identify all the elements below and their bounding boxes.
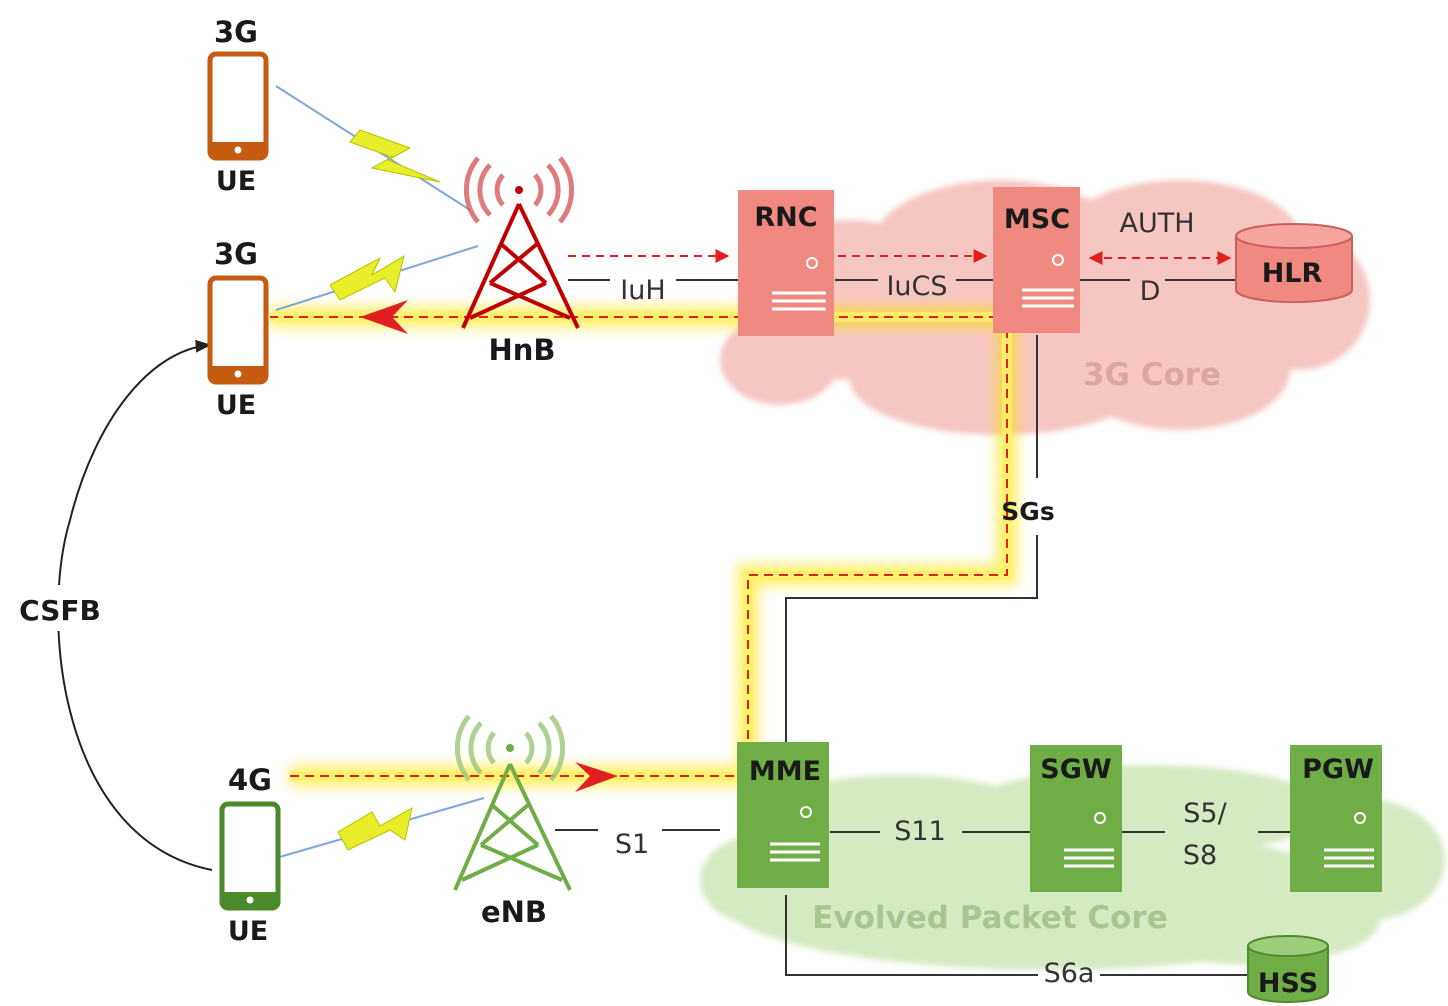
arrow-to-mme-head (575, 762, 618, 792)
core3g-label: 3G Core (1083, 357, 1221, 393)
rnc-label: RNC (754, 202, 817, 233)
if-sgs-label: SGs (1001, 497, 1054, 526)
if-s8-label: S8 (1183, 840, 1217, 871)
if-s6a-label: S6a (1044, 958, 1095, 989)
sgw-label: SGW (1040, 754, 1111, 785)
ue-top-label: UE (216, 166, 256, 197)
msc-node[interactable]: MSC (993, 187, 1080, 333)
radio-link-top (275, 85, 471, 211)
ue-mid[interactable]: 3G UE (207, 237, 269, 421)
enb-tower[interactable]: eNB (453, 714, 572, 929)
database-icon (1247, 946, 1329, 1003)
ue-bottom[interactable]: 4G UE (219, 763, 281, 947)
ue-bottom-label: UE (228, 916, 268, 947)
tower-icon (461, 203, 580, 329)
ue-mid-label: UE (216, 390, 256, 421)
hlr-node[interactable]: HLR (1235, 223, 1353, 303)
ue-mid-tech: 3G (214, 237, 258, 271)
epc-label: Evolved Packet Core (812, 900, 1168, 936)
pgw-node[interactable]: PGW (1290, 745, 1382, 892)
signal-arrows (568, 249, 1232, 265)
radio-link-mid (275, 245, 479, 311)
server-icon (737, 742, 829, 888)
ue-top[interactable]: 3G UE (207, 15, 269, 197)
hlr-label: HLR (1262, 258, 1323, 289)
if-auth-label: AUTH (1119, 208, 1194, 239)
mme-label: MME (749, 756, 821, 787)
pgw-label: PGW (1302, 754, 1374, 785)
database-icon (1235, 236, 1353, 303)
server-icon (993, 187, 1080, 333)
sgw-node[interactable]: SGW (1030, 745, 1122, 892)
csfb-label: CSFB (19, 594, 101, 627)
if-iuh-label: IuH (620, 275, 665, 306)
radio-link-bottom (275, 797, 485, 859)
if-iucs-label: IuCS (886, 271, 947, 302)
csfb-arrow (57, 339, 213, 871)
rnc-node[interactable]: RNC (738, 190, 834, 336)
enb-label: eNB (481, 895, 547, 929)
if-d-label: D (1140, 276, 1161, 307)
hnb-tower[interactable]: HnB (461, 156, 580, 367)
antenna-waves-icon (454, 714, 566, 782)
tower-icon (453, 763, 572, 891)
hnb-label: HnB (488, 333, 555, 367)
if-s11-label: S11 (894, 816, 946, 847)
hss-label: HSS (1258, 968, 1318, 999)
if-s5-label: S5/ (1183, 798, 1227, 829)
msc-label: MSC (1004, 204, 1070, 235)
ue-bottom-tech: 4G (228, 763, 272, 797)
ue-top-tech: 3G (214, 15, 258, 49)
arrow-to-ue-head (360, 300, 408, 334)
csfb-label-bg (14, 585, 106, 631)
csfb-highlight-path (270, 300, 1018, 792)
mme-node[interactable]: MME (737, 742, 829, 888)
if-s1-label: S1 (615, 829, 649, 860)
antenna-waves-icon (463, 156, 575, 224)
interface-lines (555, 279, 1290, 976)
hss-node[interactable]: HSS (1247, 935, 1329, 1003)
